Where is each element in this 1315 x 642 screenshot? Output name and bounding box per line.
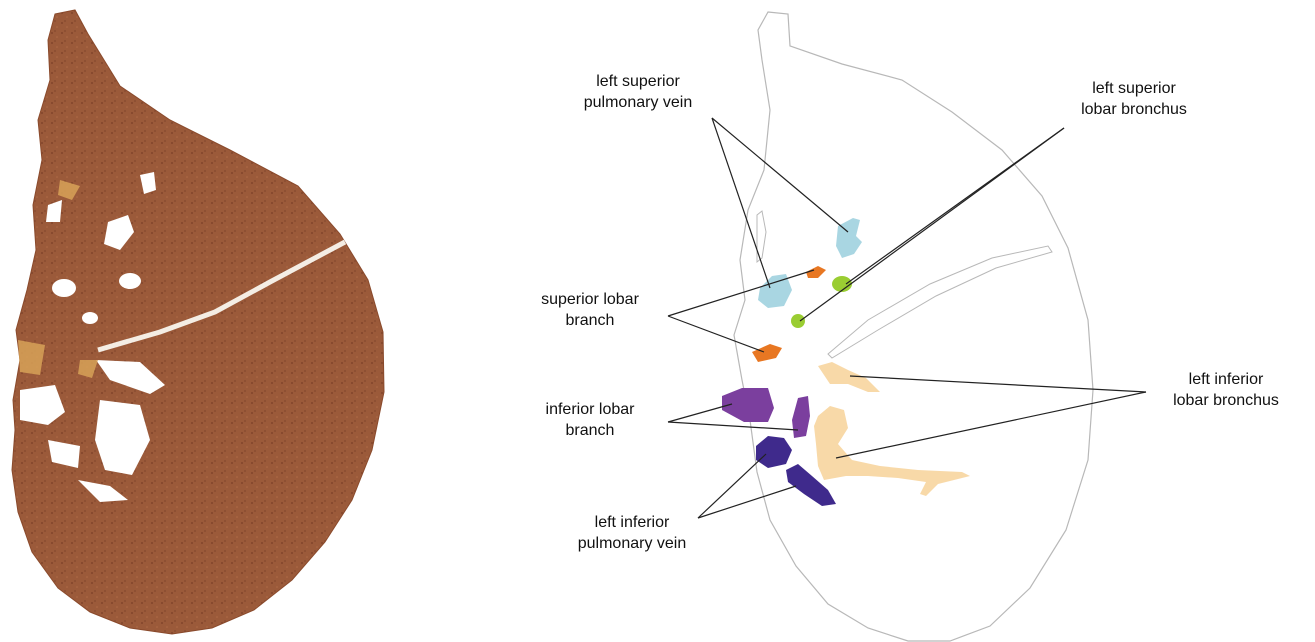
label-inferior-lobar-branch: inferior lobar branch [546,401,636,439]
fissure-outline [828,246,1052,358]
label-line: left superior [1092,80,1176,97]
label-left-superior-pulmonary-vein: left superior pulmonary vein [584,73,693,111]
superior-lobar-bronchus-lower [791,314,805,328]
label-superior-lobar-branch: superior lobar branch [541,291,640,329]
superior-pulmonary-vein-upper [836,218,862,258]
label-line: pulmonary vein [584,94,693,111]
inferior-pulmonary-vein-upper [756,436,792,468]
label-line: inferior lobar [546,401,636,418]
inferior-lobar-bronchus-lower [814,406,970,496]
label-left-superior-lobar-bronchus: left superior lobar bronchus [1081,80,1187,118]
superior-lobar-branch-lower [752,344,782,362]
lung-outline [734,12,1093,641]
label-line: pulmonary vein [578,535,687,552]
inferior-lobar-branch-right [792,396,810,438]
lung-outline-diagram: left superior pulmonary vein left superi… [541,12,1279,641]
tissue-photo [12,10,384,634]
label-line: superior lobar [541,291,640,308]
label-line: left inferior [595,514,670,531]
label-left-inferior-lobar-bronchus: left inferior lobar bronchus [1173,371,1279,409]
label-line: lobar bronchus [1173,392,1279,409]
label-left-inferior-pulmonary-vein: left inferior pulmonary vein [578,514,687,552]
tissue-section [12,10,384,634]
label-line: branch [566,312,615,329]
label-line: left superior [596,73,680,90]
label-line: left inferior [1189,371,1264,388]
label-line: branch [566,422,615,439]
label-line: lobar bronchus [1081,101,1187,118]
